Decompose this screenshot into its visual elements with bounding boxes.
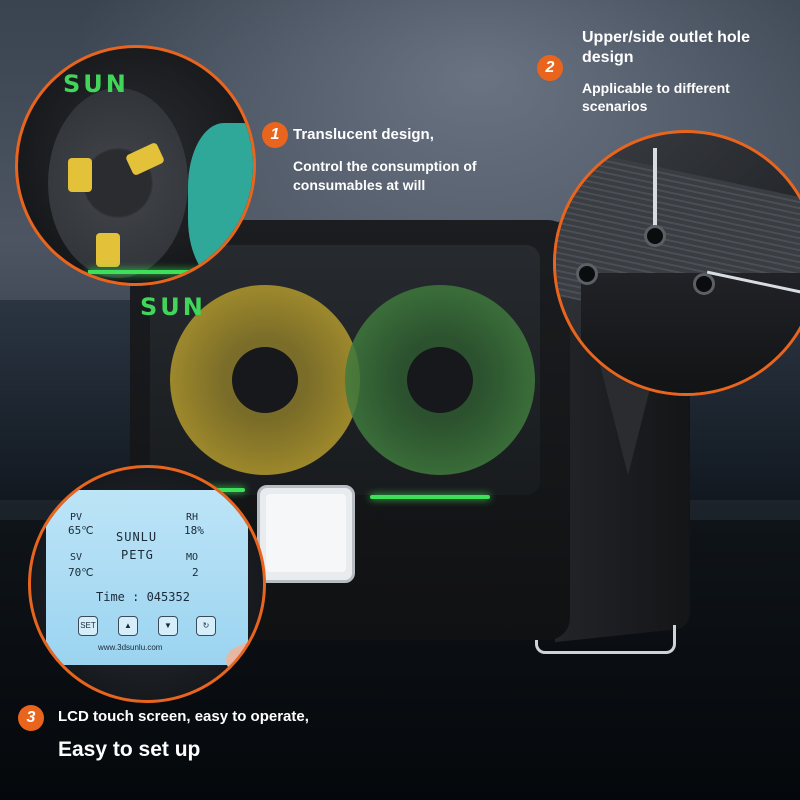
lcd-mo-value: 2 xyxy=(192,566,199,579)
lcd-power-button[interactable]: ↻ xyxy=(196,616,216,636)
lcd-url: www.3dsunlu.com xyxy=(98,643,163,652)
lcd-set-button[interactable]: SET xyxy=(78,616,98,636)
callout-3-title: LCD touch screen, easy to operate, xyxy=(58,708,309,725)
lcd-sv-value: 70℃ xyxy=(68,566,94,579)
spool-hub xyxy=(407,347,473,413)
green-filament-spool xyxy=(345,285,535,475)
callout-3-description: Easy to set up xyxy=(58,738,201,761)
led-strip-closeup xyxy=(88,270,238,274)
yellow-filament-spool xyxy=(170,285,360,475)
lcd-mo-label: MO xyxy=(186,552,199,563)
brand-logo-closeup: SUN xyxy=(63,70,129,98)
outlet-hole xyxy=(644,225,666,247)
lcd-material: PETG xyxy=(121,548,154,562)
front-lcd-screen xyxy=(266,494,346,572)
lcd-time: Time : 045352 xyxy=(96,590,190,604)
lcd-detail-circle: PV 65℃ SUNLU RH 18% PETG SV 70℃ MO 2 Tim… xyxy=(28,465,266,703)
outlet-hole-detail-circle xyxy=(553,130,800,396)
callout-1-title: Translucent design, xyxy=(293,126,434,143)
spool-fin xyxy=(96,233,120,267)
callout-2-title: Upper/side outlet hole design xyxy=(582,29,751,66)
translucent-detail-circle: SUN xyxy=(15,45,256,286)
led-strip-right xyxy=(370,495,490,499)
filament-through-top-hole xyxy=(653,148,657,228)
callout-badge-2: 2 xyxy=(537,55,563,81)
lcd-down-button[interactable]: ▼ xyxy=(158,616,178,636)
front-lcd-display xyxy=(257,485,355,583)
teal-spool-closeup xyxy=(188,123,253,283)
lcd-sv-label: SV xyxy=(70,552,83,563)
callout-2-description: Applicable to different scenarios xyxy=(582,80,730,114)
spool-hub xyxy=(232,347,298,413)
lcd-pv-label: PV xyxy=(70,512,83,523)
outlet-hole xyxy=(693,273,715,295)
spool-fin xyxy=(68,158,92,192)
outlet-hole xyxy=(576,263,598,285)
brand-logo: SUN xyxy=(140,293,206,321)
lcd-pv-value: 65℃ xyxy=(68,524,94,537)
callout-badge-1: 1 xyxy=(262,122,288,148)
side-face xyxy=(581,273,800,393)
lcd-up-button[interactable]: ▲ xyxy=(118,616,138,636)
lcd-rh-value: 18% xyxy=(184,524,204,537)
lcd-screen: PV 65℃ SUNLU RH 18% PETG SV 70℃ MO 2 Tim… xyxy=(46,490,263,678)
lcd-rh-label: RH xyxy=(186,512,199,523)
callout-1-description: Control the consumption of consumables a… xyxy=(293,158,477,193)
callout-badge-3: 3 xyxy=(18,705,44,731)
lcd-brand: SUNLU xyxy=(116,530,158,544)
